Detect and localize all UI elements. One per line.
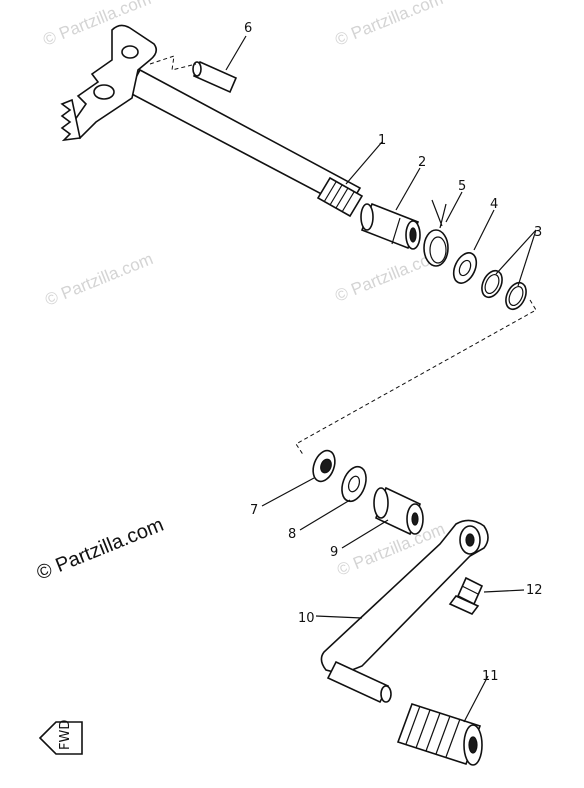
callout-3: 3 — [534, 225, 542, 240]
callout-11: 11 — [482, 669, 499, 684]
callout-10: 10 — [298, 611, 315, 626]
callouts: 6 1 2 5 4 3 7 8 9 10 12 11 — [244, 21, 543, 684]
callout-12: 12 — [526, 583, 543, 598]
leader-lines — [225, 35, 537, 723]
callout-7: 7 — [250, 503, 258, 518]
part-10-pedal — [320, 519, 489, 704]
watermark-faint: © Partzilla.com — [332, 0, 445, 50]
callout-6: 6 — [244, 21, 252, 36]
shift-shaft — [60, 24, 364, 218]
callout-2: 2 — [418, 155, 426, 170]
part-7-seal — [312, 449, 336, 483]
callout-9: 9 — [330, 545, 338, 560]
callout-8: 8 — [288, 527, 296, 542]
part-4-washer — [452, 252, 478, 284]
direction-tag: FWD — [38, 720, 83, 755]
direction-label: FWD — [58, 720, 73, 750]
part-6-pin — [149, 55, 238, 94]
part-11-rubber-peg — [396, 703, 483, 766]
part-5-spring — [423, 199, 449, 267]
callout-4: 4 — [490, 197, 498, 212]
watermark-faint: © Partzilla.com — [42, 249, 155, 310]
part-9-bushing — [373, 486, 424, 536]
callout-5: 5 — [458, 179, 466, 194]
assembly-line — [295, 299, 537, 457]
watermark-main: © Partzilla.com — [34, 514, 167, 585]
part-3-circlips — [481, 269, 527, 311]
part-8-washer — [341, 465, 367, 503]
callout-1: 1 — [378, 133, 386, 148]
part-2-collar — [360, 202, 421, 250]
part-12-bolt — [448, 576, 484, 615]
